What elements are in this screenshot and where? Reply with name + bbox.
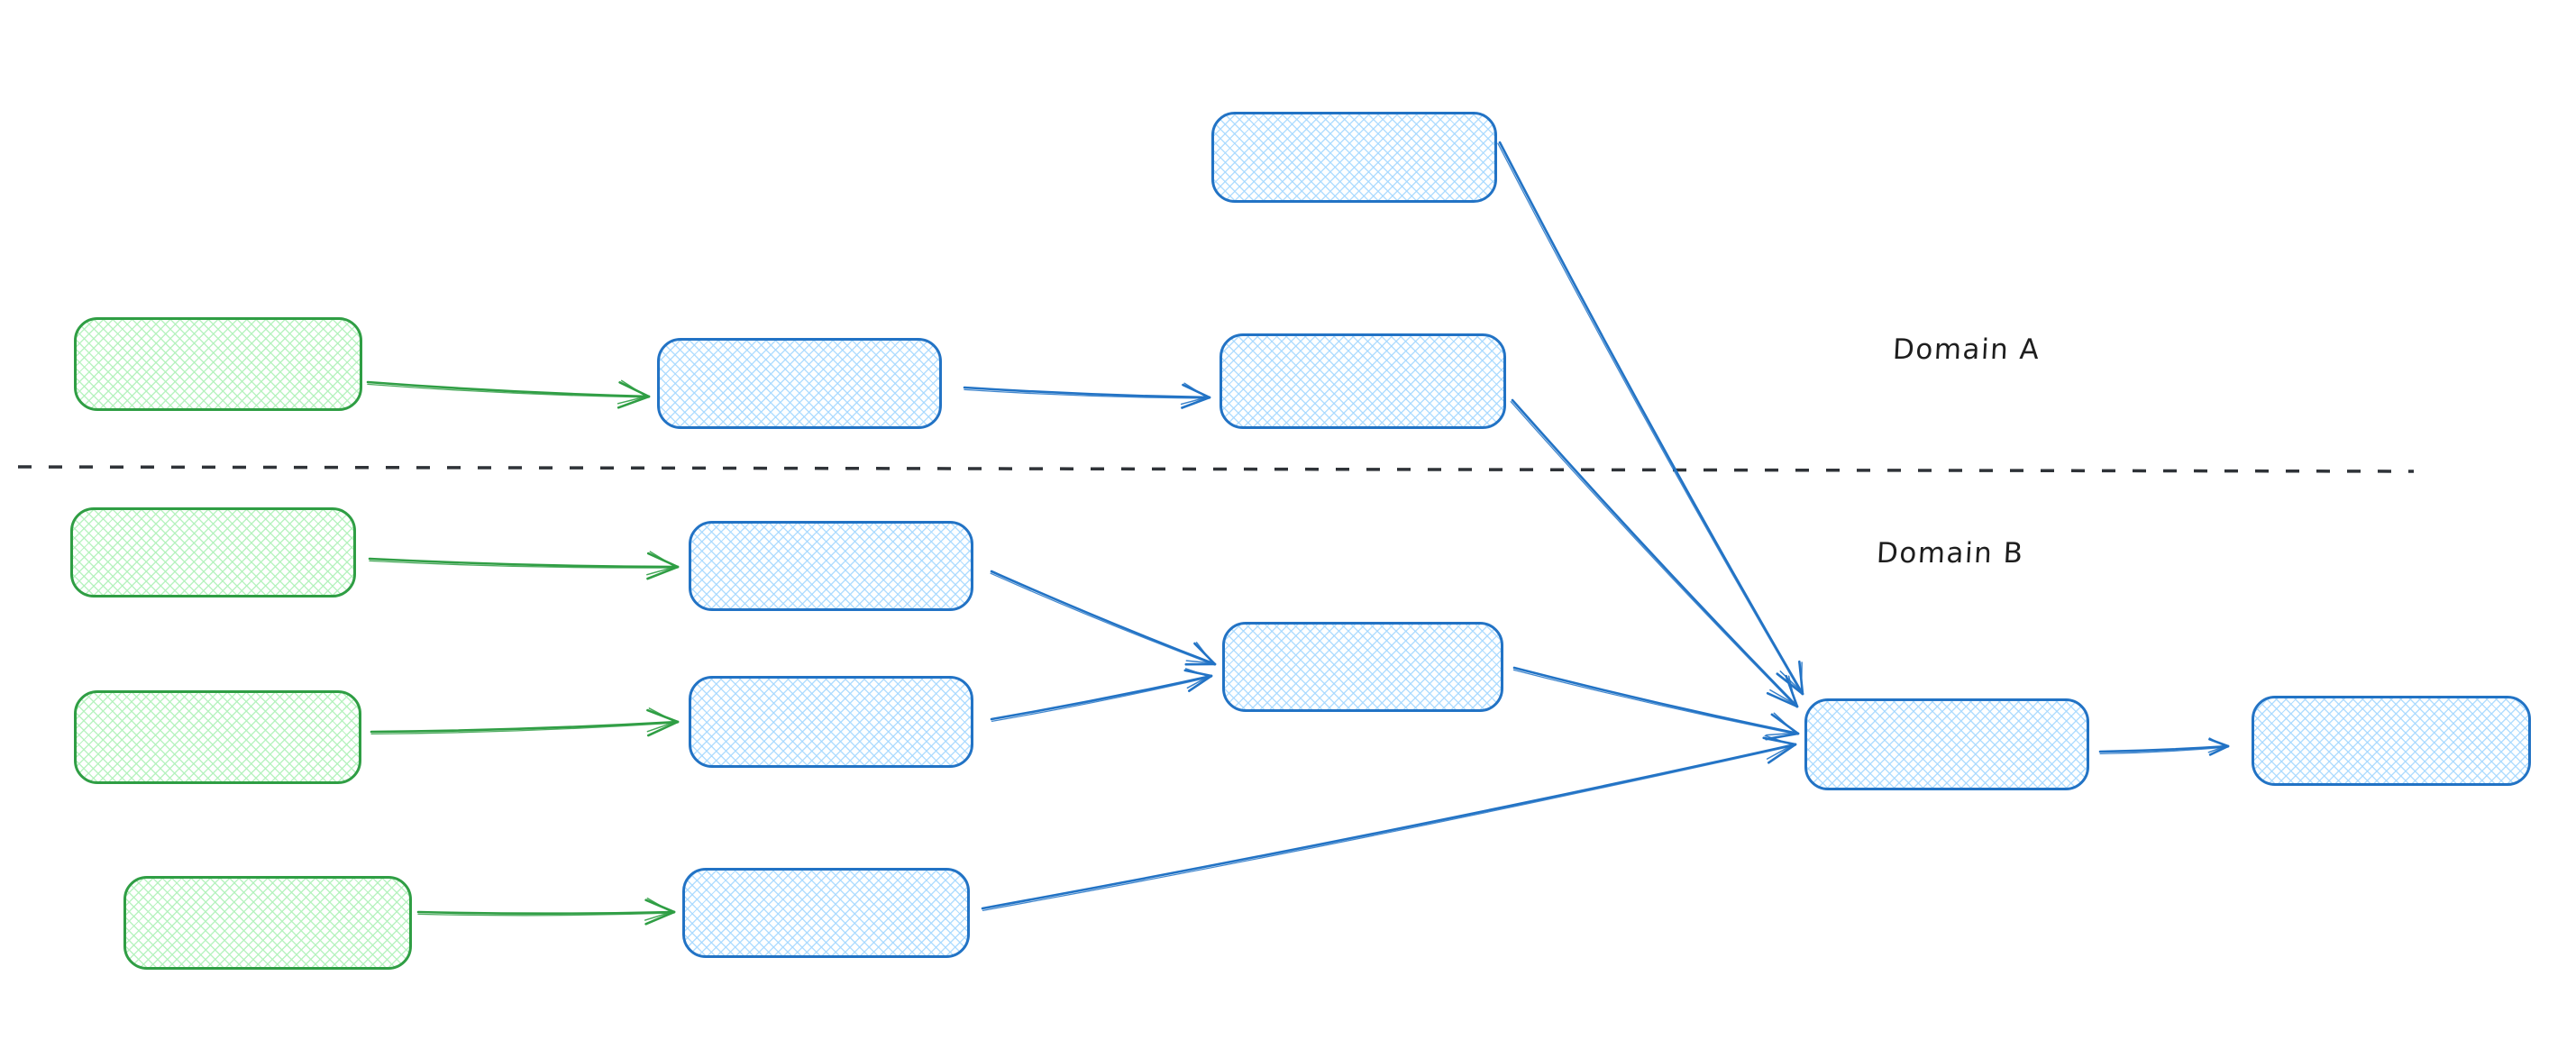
process-b1-box[interactable] bbox=[689, 521, 973, 611]
edge-source-b1-to-process-b1[interactable] bbox=[368, 551, 680, 580]
edge-process-a1-to-process-a2[interactable] bbox=[963, 382, 1211, 409]
process-a2-box[interactable] bbox=[1219, 333, 1506, 429]
edge-external-top-to-aggregate[interactable] bbox=[1497, 141, 1804, 696]
domain-divider-line[interactable] bbox=[17, 465, 2415, 473]
domain-a-label[interactable]: Domain A bbox=[1892, 333, 2042, 366]
process-b2-box[interactable] bbox=[689, 676, 973, 768]
source-b1-box[interactable] bbox=[70, 507, 356, 597]
edge-process-a2-to-aggregate[interactable] bbox=[1510, 398, 1799, 708]
edge-merge-b-to-aggregate[interactable] bbox=[1512, 666, 1800, 741]
edge-source-b3-to-process-b3[interactable] bbox=[416, 898, 676, 926]
source-a-box[interactable] bbox=[74, 317, 362, 411]
edge-process-b1-to-merge-b[interactable] bbox=[990, 570, 1217, 666]
merge-b-box[interactable] bbox=[1222, 622, 1503, 712]
edge-aggregate-to-output[interactable] bbox=[2098, 737, 2230, 756]
process-a1-box[interactable] bbox=[657, 338, 942, 429]
source-b3-box[interactable] bbox=[123, 876, 412, 970]
output-box[interactable] bbox=[2252, 696, 2531, 786]
external-top-box[interactable] bbox=[1211, 112, 1497, 203]
edge-process-b2-to-merge-b[interactable] bbox=[990, 668, 1213, 723]
process-b3-box[interactable] bbox=[682, 868, 970, 958]
domain-b-label[interactable]: Domain B bbox=[1876, 537, 2025, 570]
edge-source-b2-to-process-b2[interactable] bbox=[370, 707, 680, 737]
aggregate-box[interactable] bbox=[1804, 698, 2089, 790]
source-b2-box[interactable] bbox=[74, 690, 361, 784]
edge-process-b3-to-aggregate[interactable] bbox=[981, 734, 1797, 911]
edge-source-a-to-process-a1[interactable] bbox=[366, 379, 651, 409]
